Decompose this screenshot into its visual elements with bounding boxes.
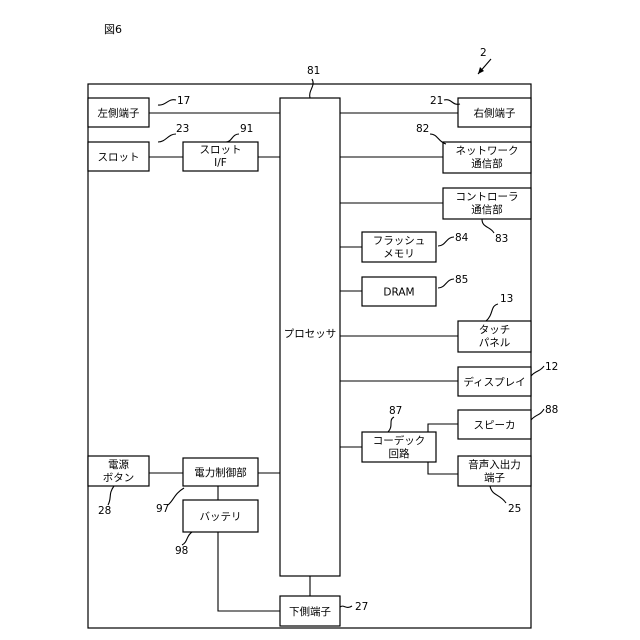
touch-panel-ref-number: 13: [500, 293, 513, 305]
bottom-terminal-leader-line: [340, 606, 352, 607]
display-label: ディスプレイ: [463, 376, 525, 389]
slot-leader-line: [158, 134, 176, 142]
network-comm-label-line2: 通信部: [471, 157, 503, 170]
flash-memory-leader-line: [438, 237, 454, 246]
power-control-leader-line: [168, 488, 184, 505]
slot-if-label-line1: スロット: [200, 144, 242, 156]
slot-label: スロット: [98, 152, 140, 164]
codec-label-line2: 回路: [389, 447, 410, 460]
slot-if-label-line2: I/F: [214, 157, 227, 169]
left-terminal-label: 左側端子: [98, 107, 140, 120]
flash-memory-ref-number: 84: [455, 232, 469, 244]
touch-panel-label-line2: パネル: [479, 337, 511, 349]
slot-ref-number: 23: [176, 123, 189, 135]
codec-label-line1: コーデック: [373, 434, 426, 447]
battery-label: バッテリ: [200, 511, 242, 523]
left-terminal-ref-number: 17: [177, 95, 190, 107]
audio-jack-leader-line: [490, 486, 506, 503]
display-leader-line: [531, 366, 544, 376]
power-control-ref-number: 97: [156, 503, 169, 515]
controller-comm-label-line1: コントローラ: [456, 191, 519, 203]
network-comm-label-line1: ネットワーク: [456, 145, 519, 157]
bottom-terminal-label: 下側端子: [289, 605, 331, 618]
power-button-leader-line: [108, 486, 114, 505]
codec-leader-line: [388, 417, 394, 432]
slot-if-leader-line: [226, 134, 239, 142]
flash-memory-label-line1: フラッシュ: [373, 235, 426, 247]
power-button-label-line1: 電源: [108, 458, 129, 471]
battery-ref-number: 98: [175, 545, 188, 557]
left-terminal-leader-line: [158, 100, 176, 105]
network-comm-leader-line: [430, 134, 446, 144]
codec-ref-number: 87: [389, 405, 402, 417]
touch-panel-leader-line: [486, 304, 498, 321]
processor-ref-number: 81: [307, 65, 320, 77]
battery-leader-line: [182, 532, 192, 545]
line-battery-bottom-terminal: [218, 532, 280, 611]
audio-jack-ref-number: 25: [508, 503, 521, 515]
processor-label: プロセッサ: [284, 328, 337, 340]
processor-leader-line: [310, 79, 313, 98]
power-button-ref-number: 28: [98, 505, 111, 517]
device-ref-number: 2: [480, 47, 487, 59]
network-comm-ref-number: 82: [416, 123, 429, 135]
audio-jack-label-line2: 端子: [484, 471, 505, 484]
figure-label: 図6: [104, 23, 122, 36]
controller-comm-ref-number: 83: [495, 233, 508, 245]
display-ref-number: 12: [545, 361, 558, 373]
right-terminal-ref-number: 21: [430, 95, 443, 107]
audio-jack-label-line1: 音声入出力: [468, 458, 521, 471]
slot-if-ref-number: 91: [240, 123, 253, 135]
dram-label: DRAM: [383, 287, 414, 299]
touch-panel-label-line1: タッチ: [479, 324, 511, 336]
power-button-label-line2: ボタン: [103, 472, 135, 484]
power-control-label: 電力制御部: [194, 466, 247, 479]
right-terminal-label: 右側端子: [474, 107, 516, 120]
dram-leader-line: [438, 279, 454, 288]
dram-ref-number: 85: [455, 274, 468, 286]
speaker-leader-line: [531, 409, 544, 420]
controller-comm-label-line2: 通信部: [471, 203, 503, 216]
controller-comm-leader-line: [482, 219, 494, 233]
bottom-terminal-ref-number: 27: [355, 601, 368, 613]
speaker-ref-number: 88: [545, 404, 558, 416]
flash-memory-label-line2: メモリ: [383, 248, 415, 260]
speaker-label: スピーカ: [474, 420, 516, 432]
